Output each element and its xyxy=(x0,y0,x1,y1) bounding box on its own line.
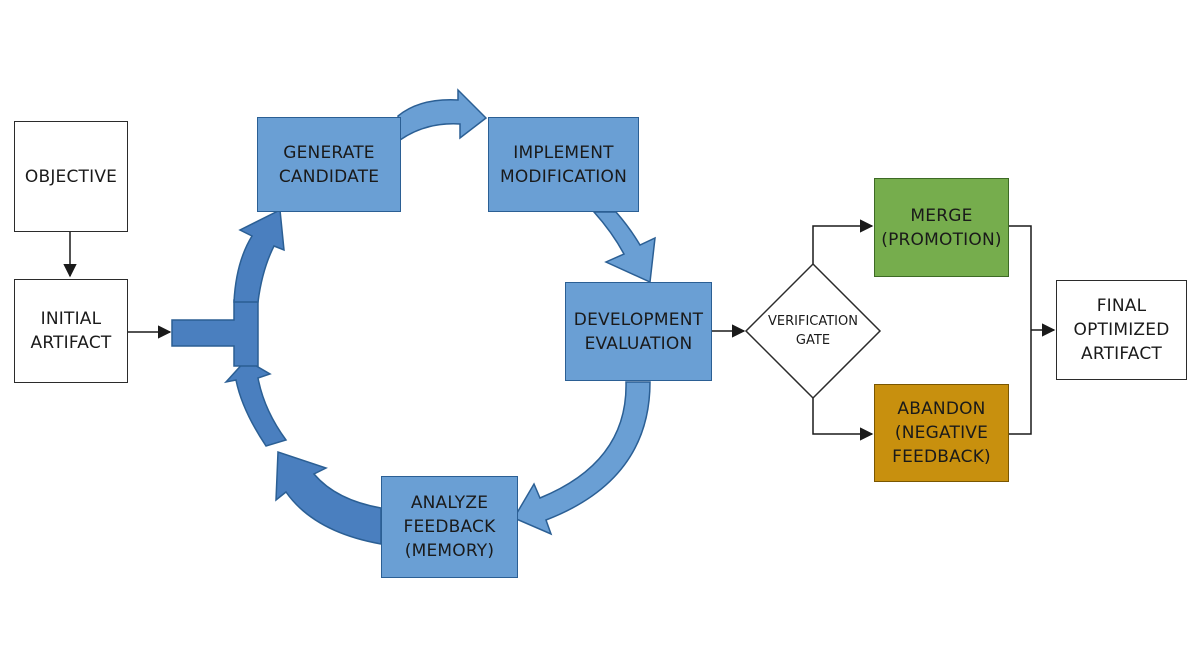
cycle-arrow-lower-left-arc xyxy=(223,359,288,447)
implement-modification-box: IMPLEMENT MODIFICATION xyxy=(488,117,639,212)
abandon-negative-feedback-box: ABANDON (NEGATIVE FEEDBACK) xyxy=(874,384,1009,482)
development-evaluation-box: DEVELOPMENT EVALUATION xyxy=(565,282,712,381)
connector-merge-to-final xyxy=(1009,225,1032,435)
objective-box: OBJECTIVE xyxy=(14,121,128,232)
thin-connectors xyxy=(63,219,1056,441)
cycle-arrow-junction-to-generate xyxy=(233,208,285,303)
generate-candidate-box: GENERATE CANDIDATE xyxy=(257,117,401,212)
verification-gate-label: VERIFICATION GATE xyxy=(768,314,858,348)
cycle-input-stem xyxy=(171,299,259,367)
cycle-arrow-generate-to-implement xyxy=(397,88,488,142)
cycle-arrow-analyze-to-left xyxy=(275,450,382,545)
initial-artifact-box: INITIAL ARTIFACT xyxy=(14,279,128,383)
analyze-feedback-box: ANALYZE FEEDBACK (MEMORY) xyxy=(381,476,518,578)
verification-gate-diamond xyxy=(744,262,882,400)
cycle-arrows xyxy=(171,88,656,545)
final-optimized-artifact-box: FINAL OPTIMIZED ARTIFACT xyxy=(1056,280,1187,380)
merge-promotion-box: MERGE (PROMOTION) xyxy=(874,178,1009,277)
cycle-arrow-implement-to-development xyxy=(592,211,656,284)
connector-gate-to-merge xyxy=(812,219,874,264)
cycle-arrow-development-to-analyze xyxy=(512,381,651,536)
connector-gate-to-abandon xyxy=(812,398,874,441)
